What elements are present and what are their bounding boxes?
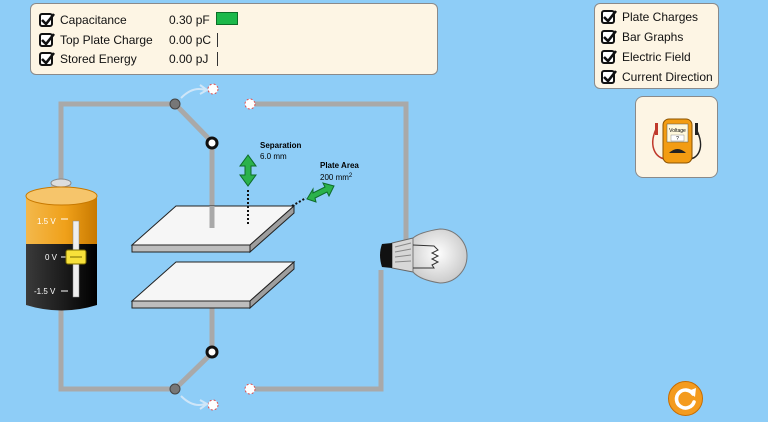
top-plate-charge-checkbox[interactable]	[39, 33, 56, 47]
checkmark-icon	[603, 70, 618, 83]
electric-field-label: Electric Field	[622, 50, 691, 64]
view-options-panel: Plate Charges Bar Graphs Electric Field …	[594, 3, 719, 89]
plate-charges-checkbox-row[interactable]: Plate Charges	[601, 8, 698, 26]
wire-bottom-right	[250, 270, 384, 392]
battery-label-low: -1.5 V	[34, 287, 56, 296]
stored-energy-checkbox[interactable]	[39, 52, 56, 66]
bar-graphs-label: Bar Graphs	[622, 30, 684, 44]
stored-energy-value: 0.00 pJ	[169, 52, 209, 66]
plate-area-value: 200 mm2	[320, 173, 353, 182]
capacitance-value: 0.30 pF	[169, 13, 210, 27]
battery-label-zero: 0 V	[45, 253, 58, 262]
stored-energy-bar	[217, 52, 218, 66]
current-direction-checkbox[interactable]	[601, 70, 618, 84]
capacitance-bar	[216, 12, 238, 25]
separation-arrow[interactable]	[239, 154, 257, 187]
bottom-switch[interactable]	[169, 345, 256, 411]
battery: 1.5 V 0 V -1.5 V	[25, 178, 98, 311]
checkmark-icon	[603, 50, 618, 63]
voltmeter-toolbox[interactable]: Voltage ?	[635, 96, 718, 178]
top-plate-charge-label: Top Plate Charge	[60, 33, 153, 47]
plate-area-label: Plate Area	[320, 161, 359, 170]
plate-charges-checkbox[interactable]	[601, 10, 618, 24]
voltmeter-label: Voltage	[669, 128, 686, 134]
capacitance-checkbox-row[interactable]: Capacitance	[39, 11, 127, 29]
plate-charges-label: Plate Charges	[622, 10, 699, 24]
checkmark-icon	[603, 10, 618, 23]
measurements-panel: Capacitance 0.30 pF Top Plate Charge 0.0…	[30, 3, 438, 75]
bar-graphs-checkbox-row[interactable]: Bar Graphs	[601, 28, 683, 46]
reset-button[interactable]	[668, 381, 703, 416]
top-plate-charge-bar	[217, 33, 218, 47]
stored-energy-checkbox-row[interactable]: Stored Energy	[39, 50, 137, 68]
capacitance-checkbox[interactable]	[39, 13, 56, 27]
electric-field-checkbox[interactable]	[601, 50, 618, 64]
current-direction-checkbox-row[interactable]: Current Direction	[601, 68, 713, 86]
wire-top-left	[58, 101, 175, 180]
reset-icon	[674, 388, 696, 410]
separation-label: Separation	[260, 141, 301, 150]
top-plate-charge-value: 0.00 pC	[169, 33, 212, 47]
stored-energy-label: Stored Energy	[60, 52, 137, 66]
checkmark-icon	[603, 30, 618, 43]
wire-bottom-left	[58, 305, 175, 392]
bar-graphs-checkbox[interactable]	[601, 30, 618, 44]
separation-value: 6.0 mm	[260, 152, 287, 161]
electric-field-checkbox-row[interactable]: Electric Field	[601, 48, 691, 66]
checkmark-icon	[41, 33, 56, 46]
plate-area-guide	[291, 197, 307, 207]
battery-label-high: 1.5 V	[37, 217, 56, 226]
wires	[58, 101, 409, 392]
top-plate-charge-checkbox-row[interactable]: Top Plate Charge	[39, 31, 153, 49]
voltmeter-readout: ?	[676, 136, 679, 142]
capacitance-label: Capacitance	[60, 13, 127, 27]
top-switch[interactable]	[169, 83, 256, 150]
plate-area-arrow[interactable]	[306, 182, 335, 203]
light-bulb	[380, 228, 468, 284]
bottom-plate	[130, 260, 296, 310]
voltmeter-icon[interactable]: Voltage ?	[636, 97, 719, 179]
checkmark-icon	[41, 52, 56, 65]
wire-top-right	[250, 101, 409, 240]
checkmark-icon	[41, 13, 56, 26]
current-direction-label: Current Direction	[622, 70, 713, 84]
